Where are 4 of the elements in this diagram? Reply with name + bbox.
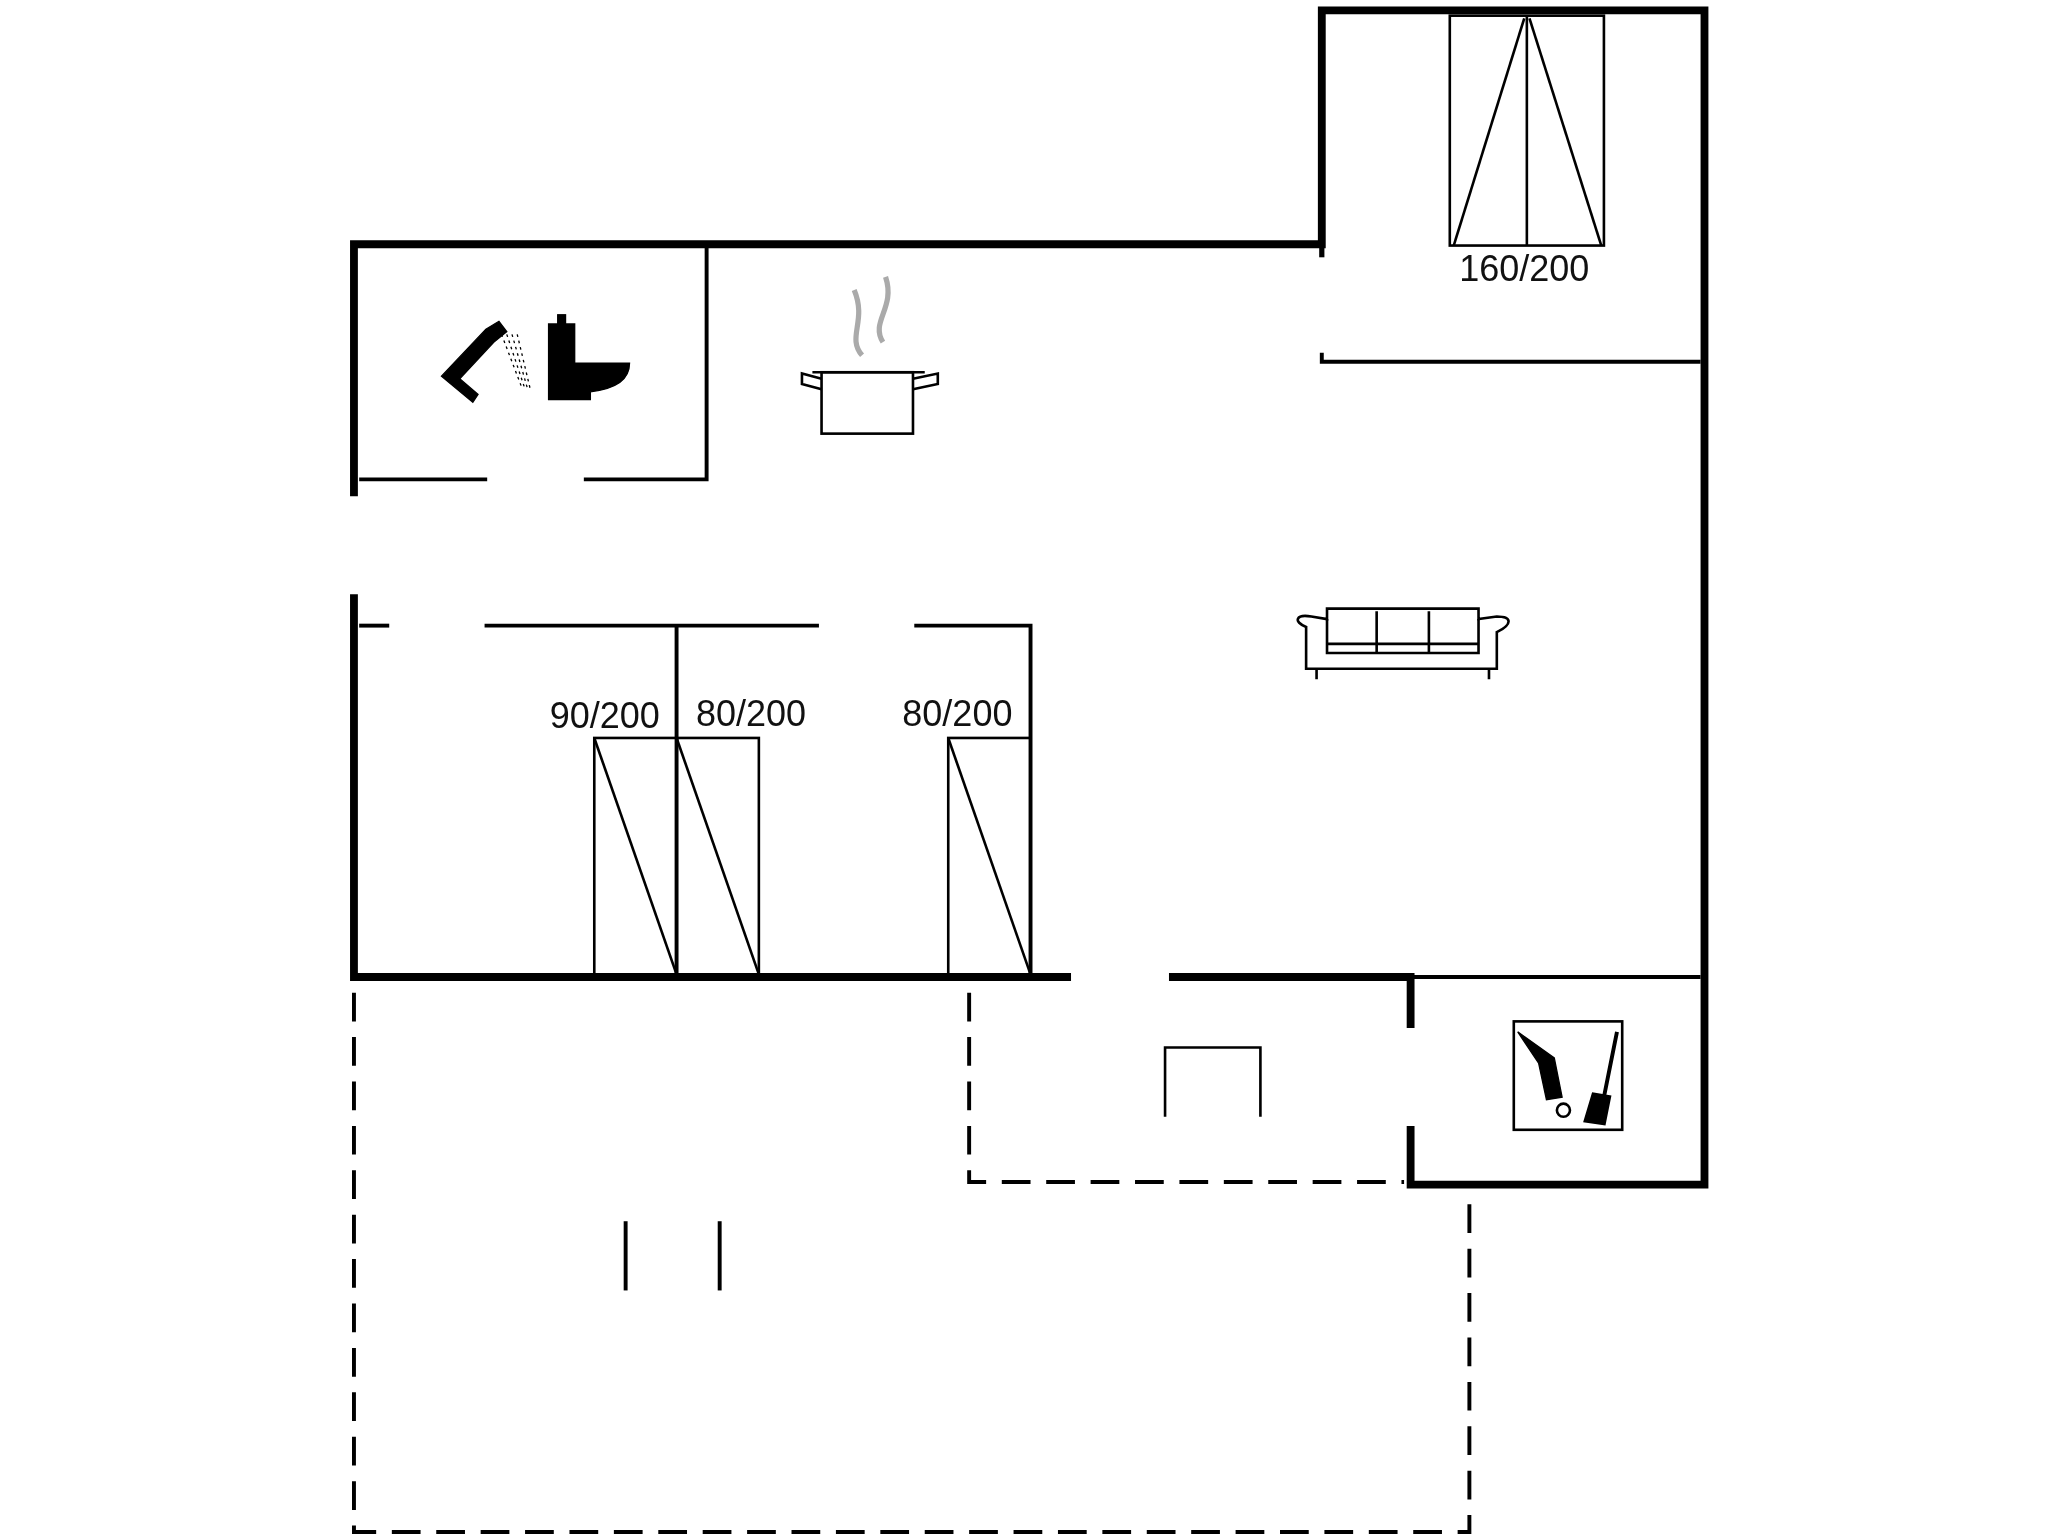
bed-size-label: 160/200: [1459, 251, 1590, 288]
bed-size-label: 80/200: [902, 696, 1013, 733]
bed-size-label: 90/200: [549, 697, 660, 734]
bed-size-label: 80/200: [695, 696, 807, 733]
